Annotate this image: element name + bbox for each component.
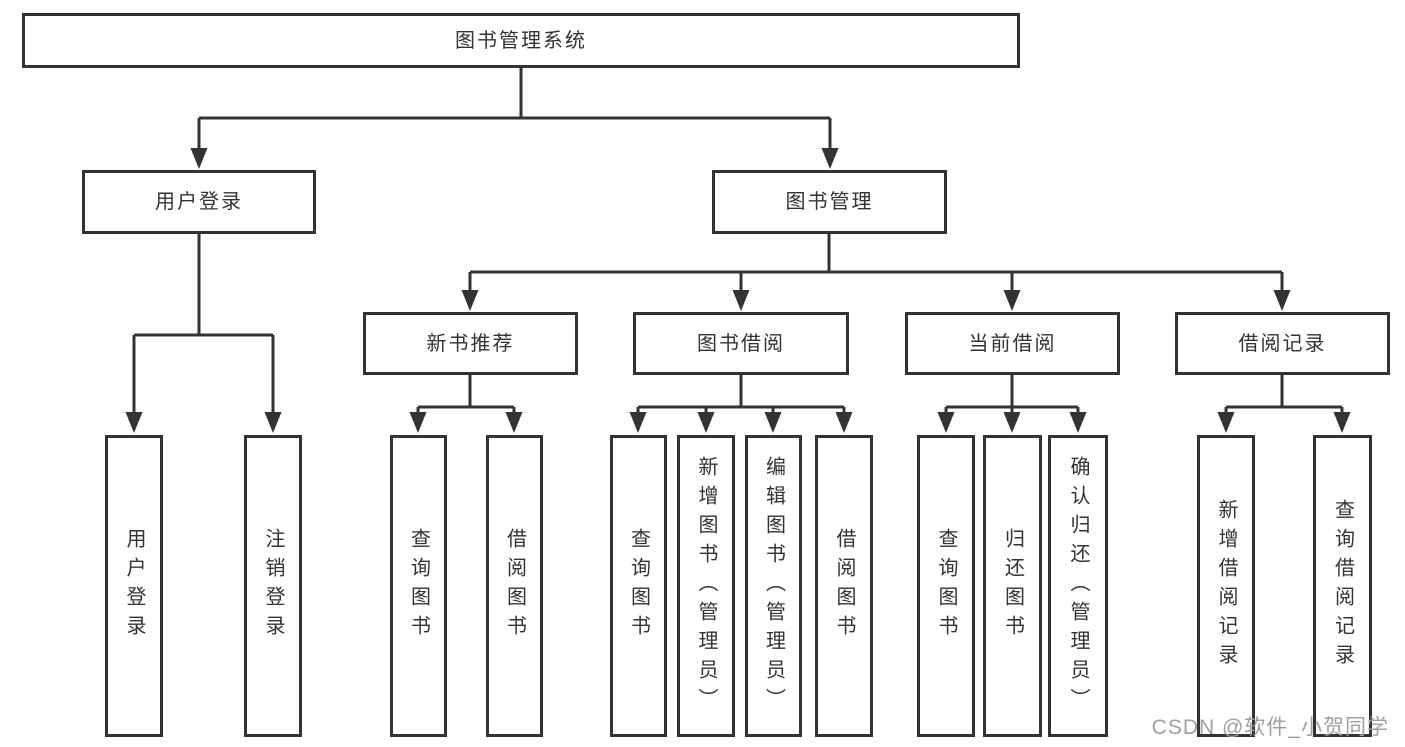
leaf-logout: 注销登录 — [244, 435, 302, 737]
leaf-user-login: 用户登录 — [105, 435, 163, 737]
leaf-query-books-borrowing: 查询图书 — [610, 435, 667, 737]
node-book-management: 图书管理 — [712, 170, 947, 234]
node-book-borrowing: 图书借阅 — [633, 312, 849, 375]
node-borrow-records: 借阅记录 — [1175, 312, 1390, 375]
csdn-watermark: CSDN @软件_小贺同学 — [1151, 716, 1389, 739]
node-new-book-recommend: 新书推荐 — [363, 312, 578, 375]
leaf-query-books-current: 查询图书 — [917, 435, 975, 737]
node-library-system: 图书管理系统 — [22, 13, 1020, 68]
leaf-return-books: 归还图书 — [983, 435, 1042, 737]
leaf-query-borrow-record: 查询借阅记录 — [1313, 435, 1372, 737]
leaf-borrow-books-borrowing: 借阅图书 — [815, 435, 873, 737]
leaf-confirm-return-admin: 确认归还（管理员） — [1048, 435, 1108, 737]
leaf-add-books-admin: 新增图书（管理员） — [677, 435, 735, 737]
node-user-login: 用户登录 — [82, 170, 316, 234]
leaf-add-borrow-record: 新增借阅记录 — [1197, 435, 1255, 737]
leaf-edit-books-admin: 编辑图书（管理员） — [745, 435, 802, 737]
leaf-borrow-books-recommend: 借阅图书 — [486, 435, 543, 737]
node-current-borrowing: 当前借阅 — [905, 312, 1120, 375]
leaf-query-books-recommend: 查询图书 — [390, 435, 447, 737]
